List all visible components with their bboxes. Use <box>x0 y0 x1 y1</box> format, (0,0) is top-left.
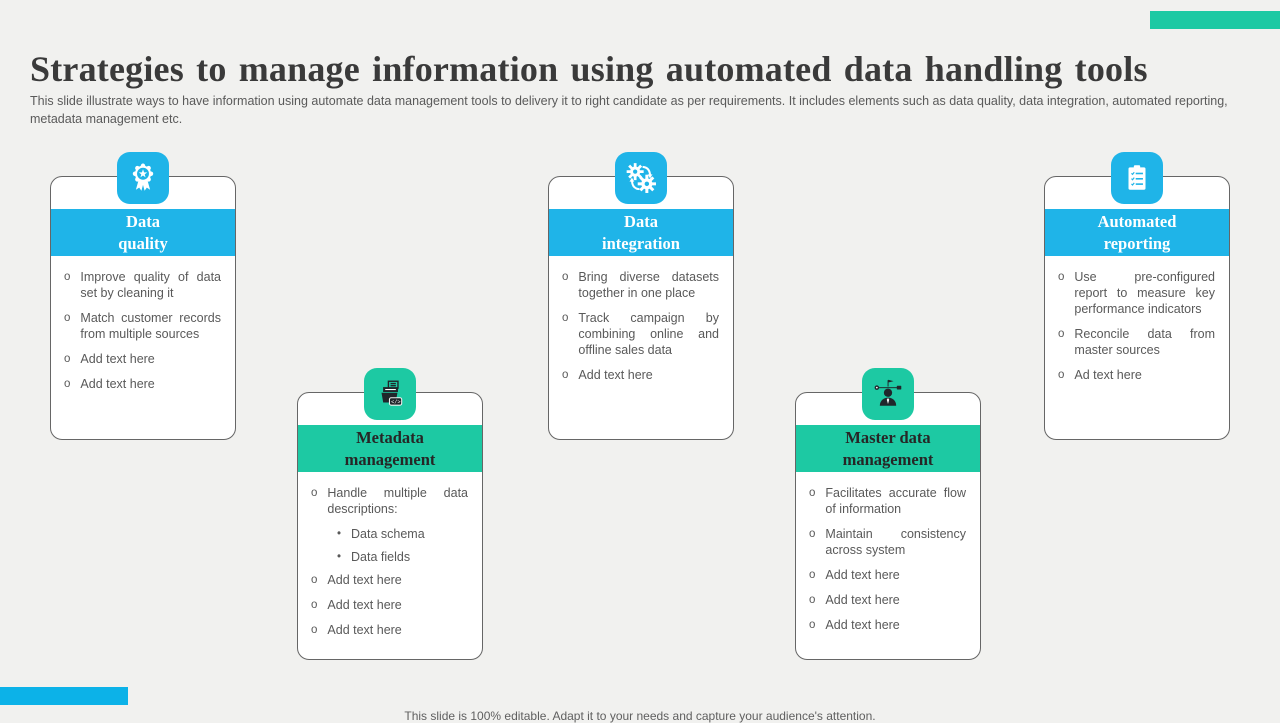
bullet-marker: o <box>562 369 569 381</box>
bullet-text: Reconcile data from master sources <box>1074 327 1215 357</box>
bullet-text: Use pre-configured report to measure key… <box>1074 270 1215 316</box>
card-title-line2: reporting <box>1103 233 1171 253</box>
bullet-list: o Facilitates accurate flow of informatio… <box>796 485 980 633</box>
bullet-text: Track campaign by combining online and o… <box>578 311 719 357</box>
card-title: Data integration <box>549 209 733 256</box>
bullet-marker: o <box>64 378 71 391</box>
bullet-marker: o <box>562 312 569 324</box>
bullet-text: Data schema <box>351 527 425 541</box>
bullet-marker: • <box>337 551 342 564</box>
card-title-line2: integration <box>602 233 680 253</box>
bullet-item: o Facilitates accurate flow of informatio… <box>809 485 966 517</box>
bullet-text: Facilitates accurate flow of information <box>825 486 966 516</box>
bullet-text: Add text here <box>80 352 155 366</box>
checklist-clipboard-icon <box>1111 152 1163 204</box>
slide-title: Strategies to manage information using a… <box>30 49 1148 90</box>
bullet-item: o Match customer records from multiple so… <box>64 310 221 342</box>
bullet-text: Add text here <box>80 377 155 392</box>
bullet-text: Add text here <box>327 573 402 588</box>
bullet-text: Handle multiple data descriptions: <box>327 486 468 516</box>
manager-network-icon <box>862 368 914 420</box>
bullet-item: o Add text here <box>311 597 468 613</box>
bullet-marker: o <box>64 353 71 365</box>
card-title-line1: Automated <box>1097 211 1177 231</box>
card-title-line1: Master data <box>845 427 931 447</box>
card-title: Automated reporting <box>1045 209 1229 256</box>
card-master-data-management: Master data management o Facilitates accu… <box>795 368 981 660</box>
bullet-marker: o <box>311 487 318 499</box>
bullet-item: o Track campaign by combining online and … <box>562 310 719 358</box>
bullet-marker: o <box>809 528 816 540</box>
bottom-left-accent-bar <box>0 687 128 705</box>
card-title-line2: management <box>842 449 934 469</box>
card-title-line1: Data <box>126 211 160 231</box>
svg-text:</>: </> <box>391 399 401 405</box>
bullet-list: o Bring diverse datasets together in one … <box>549 269 733 383</box>
bullet-marker: o <box>809 569 816 581</box>
bullet-marker: • <box>337 528 342 540</box>
bullet-item: o Use pre-configured report to measure ke… <box>1058 269 1215 317</box>
bullet-marker: o <box>311 624 318 637</box>
bullet-item: o Add text here <box>809 567 966 583</box>
card-metadata-management: </> Metadata management o Handle multiple… <box>297 368 483 660</box>
bullet-marker: o <box>809 487 816 499</box>
card-title-line2: management <box>344 449 436 469</box>
card-data-quality: Data quality o Improve quality of data se… <box>50 152 236 440</box>
bullet-item: o Add text here <box>311 622 468 638</box>
bullet-marker: o <box>809 619 816 632</box>
card-title: Metadata management <box>298 425 482 472</box>
bullet-item: o Add text here <box>809 592 966 608</box>
bullet-item: o Add text here <box>64 376 221 392</box>
card-title-line2: quality <box>118 233 168 253</box>
bullet-list: o Handle multiple data descriptions: • Data… <box>298 485 482 638</box>
bullet-marker: o <box>809 594 816 607</box>
bullet-item: o Add text here <box>562 367 719 383</box>
bullet-text: Maintain consistency across system <box>825 527 966 557</box>
bullet-text: Add text here <box>327 623 402 638</box>
bullet-text: Match customer records from multiple sou… <box>80 311 221 341</box>
bullet-marker: o <box>562 271 569 283</box>
bullet-item: o Handle multiple data descriptions: <box>311 485 468 517</box>
bullet-item: o Maintain consistency across system <box>809 526 966 558</box>
bullet-marker: o <box>311 574 318 587</box>
card-automated-reporting: Automated reporting o Use pre-configured … <box>1044 152 1230 440</box>
bullet-text: Data fields <box>351 550 411 565</box>
footer-note: This slide is 100% editable. Adapt it to… <box>404 709 876 723</box>
slide-subtitle: This slide illustrate ways to have infor… <box>30 93 1228 127</box>
card-title: Master data management <box>796 425 980 472</box>
sub-bullet-item: • Data fields <box>311 549 468 565</box>
bullet-marker: o <box>64 271 71 283</box>
bullet-marker: o <box>1058 328 1065 340</box>
bullet-item: o Add text here <box>311 572 468 588</box>
card-data-integration: Data integration o Bring diverse datasets… <box>548 152 734 440</box>
card-title-line1: Data <box>624 211 658 231</box>
sub-bullet-item: • Data schema <box>311 526 468 542</box>
bullet-item: o Add text here <box>64 351 221 367</box>
bullet-list: o Improve quality of data set by cleaning… <box>51 269 235 392</box>
award-ribbon-icon <box>117 152 169 204</box>
bullet-text: Add text here <box>578 368 653 382</box>
bullet-marker: o <box>311 599 318 612</box>
bullet-item: o Reconcile data from master sources <box>1058 326 1215 358</box>
top-right-accent-bar <box>1150 11 1280 29</box>
sync-gears-icon <box>615 152 667 204</box>
bullet-item: o Add text here <box>809 617 966 633</box>
bullet-text: Add text here <box>825 568 900 582</box>
bullet-text: Add text here <box>825 593 900 608</box>
bullet-marker: o <box>1058 369 1065 381</box>
bullet-item: o Ad text here <box>1058 367 1215 383</box>
card-title: Data quality <box>51 209 235 256</box>
bullet-item: o Improve quality of data set by cleaning… <box>64 269 221 301</box>
bullet-marker: o <box>1058 271 1065 283</box>
bullet-marker: o <box>64 312 71 324</box>
bullet-text: Bring diverse datasets together in one p… <box>578 270 719 300</box>
bullet-item: o Bring diverse datasets together in one … <box>562 269 719 301</box>
bullet-text: Ad text here <box>1074 368 1142 382</box>
bullet-text: Add text here <box>327 598 402 613</box>
bullet-text: Improve quality of data set by cleaning … <box>80 270 221 300</box>
bullet-text: Add text here <box>825 618 900 633</box>
card-title-line1: Metadata <box>356 427 424 447</box>
metadata-code-tag-icon: </> <box>364 368 416 420</box>
bullet-list: o Use pre-configured report to measure ke… <box>1045 269 1229 383</box>
